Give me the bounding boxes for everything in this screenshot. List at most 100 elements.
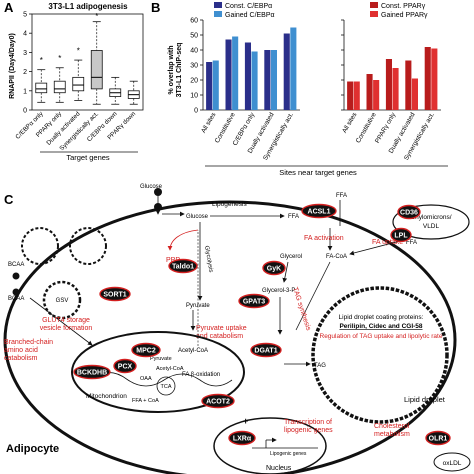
legend-gained-cebpa: Gained C/EBPα <box>225 12 275 19</box>
pyruvate-mito: Pyruvate <box>150 356 172 362</box>
taldo1-gene: Taldo1 <box>172 264 194 271</box>
acetyl-coa-cyto: Acetyl-CoA <box>178 348 208 354</box>
cholesterol-annotation-1: Cholesterol <box>374 423 410 430</box>
panel-label-a: A <box>4 0 14 15</box>
y-tick-label: 40 <box>190 48 198 55</box>
cholesterol-annotation-2: metabolism <box>374 431 410 438</box>
glycerol-arrow <box>282 261 289 283</box>
bcaa-annotation-1: Branched-chain <box>4 339 53 346</box>
oaa-label: OAA <box>140 376 152 382</box>
lpl-gene: LPL <box>394 233 408 240</box>
box <box>72 76 85 92</box>
y-tick-label: 2 <box>23 69 27 76</box>
tag-synthesis-annotation: TAG synthesis <box>291 286 312 331</box>
bckdhb-gene: BCKDHB <box>77 370 107 377</box>
glycolysis-label: Glycolysis <box>203 245 214 273</box>
nucleus-label: Nucleus <box>266 465 292 472</box>
legend-swatch-gained-cebpa <box>214 11 222 17</box>
y-tick-label: 10 <box>190 93 198 100</box>
gyk-gene-oval <box>262 260 286 276</box>
fa-beta-label: FA β-oxidation <box>182 372 220 378</box>
y-tick-label: 0 <box>194 108 198 115</box>
panel-a-ylabel: RNAPII (Day4/Day0) <box>9 33 16 99</box>
mitochondrion-label: Mitochondrion <box>86 393 127 400</box>
chylomicron-label-1: Chylomicrons/ <box>410 214 451 221</box>
pcx-gene: PCX <box>118 364 133 371</box>
outlier-marker: * <box>40 56 43 65</box>
bar <box>212 60 219 110</box>
acetyl-coa-mito: Acetyl-CoA <box>156 366 184 372</box>
transcription-annotation-1: Transcription of <box>284 419 332 426</box>
y-tick-label: 4 <box>23 31 27 38</box>
y-tick-label: 30 <box>190 63 198 70</box>
y-tick-label: 5 <box>23 12 27 19</box>
glut4-annotation-1: GLUT4 storage <box>42 317 90 324</box>
y-tick-label: 1 <box>23 88 27 95</box>
bar <box>392 68 399 110</box>
lipogenic-genes-label: Lipogenic genes <box>270 451 307 457</box>
transcription-annotation-2: lipogenic genes <box>284 427 333 434</box>
legend-swatch-const-pparg <box>370 2 378 8</box>
category-label: All sites <box>200 111 218 135</box>
vesicle-ring <box>21 227 59 265</box>
legend-const-pparg: Const. PPARγ <box>381 3 426 10</box>
fa-coa-label: FA-CoA <box>326 254 347 260</box>
oxldl-particle <box>433 452 471 472</box>
cd36-gene-oval <box>397 204 421 220</box>
cell-label: Adipocyte <box>6 443 59 455</box>
panel-label-c: C <box>4 192 14 207</box>
category-label: All sites <box>341 111 359 135</box>
sort1-gene-oval <box>99 286 131 302</box>
bar <box>373 80 380 110</box>
tca-cycle <box>156 376 176 396</box>
legend-swatch-const-cebpa <box>214 2 222 8</box>
pyruvate-annotation-1: Pyruvate uptake <box>196 325 247 332</box>
bcaa-arrow <box>29 297 93 346</box>
bcaa-annotation-2: amino acid <box>4 347 38 354</box>
acsl1-gene-oval <box>301 203 337 219</box>
y-tick-label: 20 <box>190 78 198 85</box>
glucose-transporter <box>154 188 162 196</box>
ffa-right: FFA <box>406 240 417 246</box>
bar <box>283 33 290 110</box>
panel-label-b: B <box>151 0 160 15</box>
legend-swatch-gained-pparg <box>370 11 378 17</box>
outlier-marker: * <box>77 46 80 55</box>
bcaa-transporter <box>12 272 20 280</box>
bar <box>290 27 297 110</box>
box-plot-frame <box>31 13 144 111</box>
legend-gained-pparg: Gained PPARγ <box>381 12 428 19</box>
ffa-coa-label: FFA + CoA <box>132 398 159 404</box>
bar <box>225 39 232 110</box>
dgat1-gene-oval <box>250 342 282 358</box>
fa-uptake-annotation: FA uptake <box>372 239 403 246</box>
y-tick-label: 3 <box>23 50 27 57</box>
sort1-gene: SORT1 <box>103 292 126 299</box>
glut4-annotation-2: vesicle formation <box>40 325 93 332</box>
panel-a-xlabel: Target genes <box>66 153 110 162</box>
glucose-top: Glucose <box>140 184 163 190</box>
bar <box>264 50 271 110</box>
bar <box>405 60 412 110</box>
lpl-gene-oval <box>390 227 412 243</box>
gpat3-gene-oval <box>238 293 270 309</box>
bar <box>353 81 360 110</box>
box <box>35 82 48 94</box>
y-tick-label: 50 <box>190 33 198 40</box>
ppp-arrow <box>167 229 199 251</box>
tag-label: TAG <box>314 363 326 369</box>
outlier-marker: * <box>58 54 61 63</box>
y-tick-label: 60 <box>190 18 198 25</box>
bckdhb-gene-oval <box>73 364 111 380</box>
acsl1-gene: ACSL1 <box>308 209 331 216</box>
acot2-gene-oval <box>201 393 235 409</box>
fa-uptake-arrow <box>349 239 405 256</box>
lipogenesis-label: Lipogenesis <box>212 201 247 208</box>
bar <box>411 78 418 110</box>
ffa-mid: FFA <box>288 214 299 220</box>
bar <box>385 59 392 110</box>
